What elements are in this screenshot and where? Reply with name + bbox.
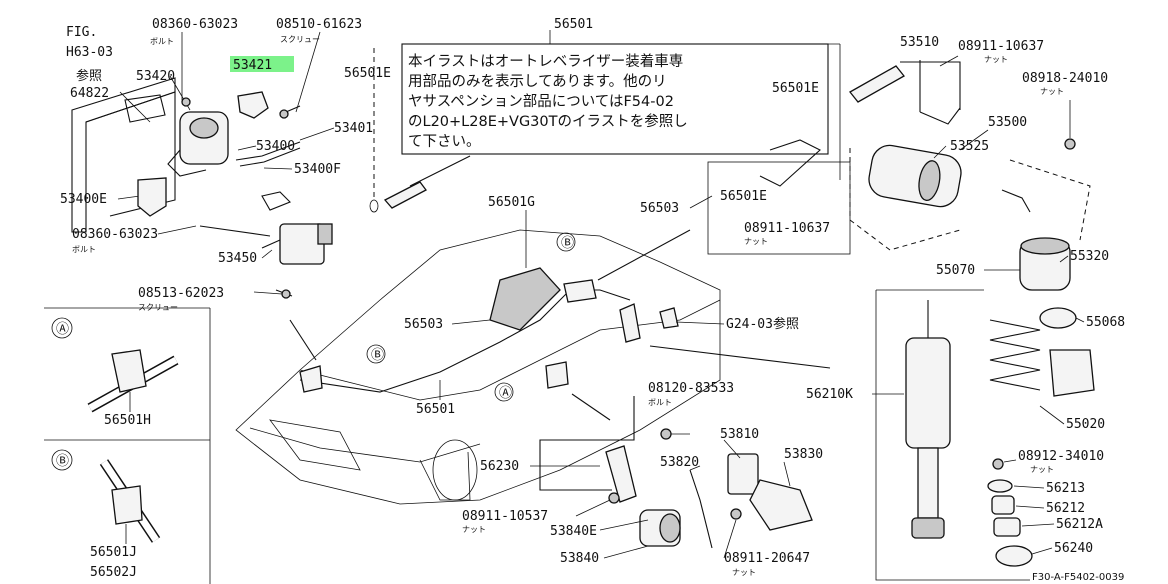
note-box: 本イラストはオートレベライザー装着車専 用部品のみを表示してあります。他のリ ヤ… <box>401 43 829 155</box>
part-55320[interactable]: 55320 <box>1070 249 1109 264</box>
part-55068[interactable]: 55068 <box>1086 315 1125 330</box>
callout-a-inset: Ⓐ <box>56 322 69 337</box>
note-line-3: ヤサスペンション部品についてはF54-02 <box>408 93 674 110</box>
part-53420[interactable]: 53420 <box>136 69 175 84</box>
note-line-5: て下さい。 <box>408 133 481 150</box>
part-08912-34010[interactable]: 08912-34010 <box>1018 449 1104 464</box>
shock-absorber-frame <box>875 289 1030 581</box>
part-56212[interactable]: 56212 <box>1046 501 1085 516</box>
part-08360-63023-bot-sub: ボルト <box>72 245 96 254</box>
callout-b-inset: Ⓑ <box>56 454 69 469</box>
fig-ref-suffix: 参照 <box>76 68 102 84</box>
part-G24-03[interactable]: G24-03参照 <box>726 316 799 332</box>
part-53820[interactable]: 53820 <box>660 455 699 470</box>
autoleveler-actuator-cluster <box>71 77 333 299</box>
part-53840E[interactable]: 53840E <box>550 524 597 539</box>
highlight-box <box>230 56 294 72</box>
part-55020[interactable]: 55020 <box>1066 417 1105 432</box>
part-08510-61623[interactable]: 08510-61623 <box>276 17 362 32</box>
part-08360-63023-top-sub: ボルト <box>150 37 174 46</box>
part-56503-left[interactable]: 56503 <box>404 317 443 332</box>
part-08360-63023-bot[interactable]: 08360-63023 <box>72 227 158 242</box>
callout-a-circle-mid <box>494 382 514 402</box>
part-56501E-b[interactable]: 56501E <box>772 81 819 96</box>
part-56240[interactable]: 56240 <box>1054 541 1093 556</box>
part-08513-62023-sub: スクリュー <box>138 303 178 312</box>
callout-b-circle-top <box>556 232 576 252</box>
part-08360-63023-top[interactable]: 08360-63023 <box>152 17 238 32</box>
inset-frame-hoses <box>707 161 851 255</box>
part-53500[interactable]: 53500 <box>988 115 1027 130</box>
callout-a-circle-inset <box>51 317 73 339</box>
part-08120-83533[interactable]: 08120-83533 <box>648 381 734 396</box>
part-08510-61623-sub: スクリュー <box>280 35 320 44</box>
part-08911-20647-sub: ナット <box>732 568 756 577</box>
part-56212A[interactable]: 56212A <box>1056 517 1103 532</box>
part-53525[interactable]: 53525 <box>950 139 989 154</box>
shock-and-spring <box>905 237 1095 567</box>
figure-code: F30-A-F5402-0039 <box>1032 572 1124 583</box>
part-08513-62023[interactable]: 08513-62023 <box>138 286 224 301</box>
part-56213[interactable]: 56213 <box>1046 481 1085 496</box>
part-53421-label[interactable]: 53421 <box>233 58 272 73</box>
part-53401[interactable]: 53401 <box>334 121 373 136</box>
part-53400[interactable]: 53400 <box>256 139 295 154</box>
callout-b-top: Ⓑ <box>561 236 574 251</box>
part-56230[interactable]: 56230 <box>480 459 519 474</box>
note-line-1: 本イラストはオートレベライザー装着車専 <box>408 53 683 70</box>
part-56501[interactable]: 56501 <box>554 17 593 32</box>
part-56502J[interactable]: 56502J <box>90 565 137 580</box>
callout-b-circle-inset <box>51 449 73 471</box>
part-08911-10637-top[interactable]: 08911-10637 <box>958 39 1044 54</box>
fig-ref: H63-03 <box>66 45 113 60</box>
inset-clips <box>87 349 179 544</box>
callout-a-mid: Ⓐ <box>499 386 512 401</box>
part-56503-top[interactable]: 56503 <box>640 201 679 216</box>
part-56501J[interactable]: 56501J <box>90 545 137 560</box>
inset-panels <box>44 307 211 584</box>
part-53810[interactable]: 53810 <box>720 427 759 442</box>
part-53450[interactable]: 53450 <box>218 251 257 266</box>
part-08911-10537[interactable]: 08911-10537 <box>462 509 548 524</box>
height-sensor-linkage <box>539 396 813 559</box>
part-53840[interactable]: 53840 <box>560 551 599 566</box>
part-08918-24010-sub: ナット <box>1040 87 1064 96</box>
car-body-outline <box>235 229 831 505</box>
part-08911-10637-mid-sub: ナット <box>744 237 768 246</box>
hose-cluster-line <box>759 139 821 187</box>
part-08120-83533-sub: ボルト <box>648 398 672 407</box>
part-08911-10537-sub: ナット <box>462 525 486 534</box>
part-53400E[interactable]: 53400E <box>60 192 107 207</box>
part-56501E-c[interactable]: 56501E <box>720 189 767 204</box>
part-56501-bot[interactable]: 56501 <box>416 402 455 417</box>
part-08918-24010[interactable]: 08918-24010 <box>1022 71 1108 86</box>
part-64822[interactable]: 64822 <box>70 86 109 101</box>
part-53400F[interactable]: 53400F <box>294 162 341 177</box>
part-56210K[interactable]: 56210K <box>806 387 853 402</box>
callout-b-circle-mid <box>366 344 386 364</box>
part-56501E-a[interactable]: 56501E <box>344 66 391 81</box>
part-55070[interactable]: 55070 <box>936 263 975 278</box>
part-08912-34010-sub: ナット <box>1030 465 1054 474</box>
part-53830[interactable]: 53830 <box>784 447 823 462</box>
part-08911-10637-top-sub: ナット <box>984 55 1008 64</box>
part-53510[interactable]: 53510 <box>900 35 939 50</box>
callout-b-mid: Ⓑ <box>371 348 384 363</box>
part-56501G[interactable]: 56501G <box>488 195 535 210</box>
note-line-2: 用部品のみを表示してあります。他のリ <box>408 73 667 90</box>
part-08911-20647[interactable]: 08911-20647 <box>724 551 810 566</box>
part-56501H[interactable]: 56501H <box>104 413 151 428</box>
fig-label: FIG. <box>66 25 97 40</box>
note-line-4: のL20+L28E+VG30Tのイラストを参照し <box>408 113 688 130</box>
part-08911-10637-mid[interactable]: 08911-10637 <box>744 221 830 236</box>
compressor-assembly <box>849 55 1091 251</box>
